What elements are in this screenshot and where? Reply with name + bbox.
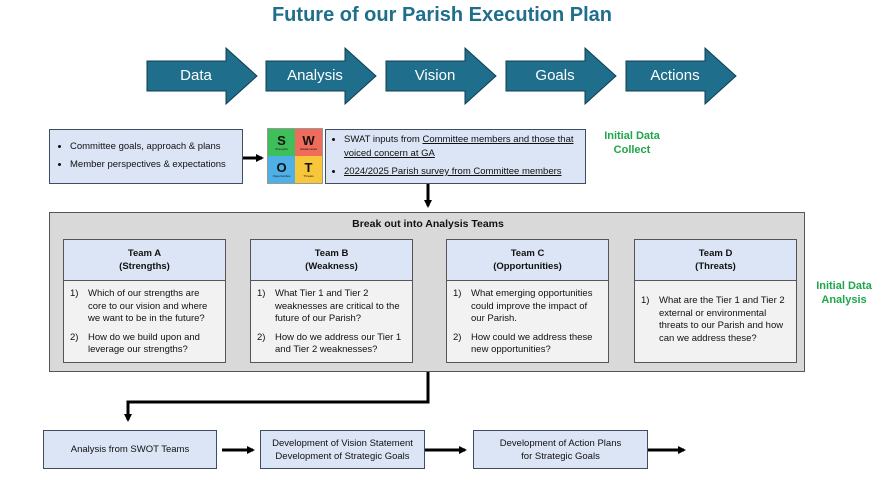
flow-vision-goals: Development of Vision Statement Developm… bbox=[260, 430, 425, 469]
team-b-card: Team B (Weakness) 1) What Tier 1 and Tier… bbox=[250, 239, 413, 363]
swot-o-caption: Opportunities bbox=[272, 174, 291, 178]
team-c-header: Team C (Opportunities) bbox=[447, 240, 608, 281]
question-text: What emerging opportunities could improv… bbox=[471, 288, 593, 324]
swot-graphic: S Strengths W Weaknesses O Opportunities… bbox=[267, 128, 323, 184]
team-name: Team D bbox=[698, 248, 733, 259]
question-item: 1) What Tier 1 and Tier 2 weaknesses are … bbox=[257, 288, 406, 326]
chevron-arrow-icon bbox=[625, 46, 737, 106]
swat-item-committee: SWAT inputs from Committee members and t… bbox=[344, 133, 581, 161]
question-text: What Tier 1 and Tier 2 weaknesses are cr… bbox=[275, 288, 400, 324]
team-subtitle: (Threats) bbox=[695, 261, 736, 272]
question-number: 2) bbox=[453, 331, 462, 343]
step-label: Goals bbox=[535, 67, 575, 84]
step-label: Data bbox=[180, 67, 212, 84]
question-number: 1) bbox=[70, 288, 79, 299]
swot-o-letter: O bbox=[276, 160, 287, 175]
team-a-questions: 1) Which of our strengths are core to our… bbox=[64, 281, 225, 357]
question-item: 1) Which of our strengths are core to our… bbox=[70, 288, 219, 326]
team-b-questions: 1) What Tier 1 and Tier 2 weaknesses are … bbox=[251, 281, 412, 357]
swot-w-letter: W bbox=[302, 133, 315, 148]
team-d-card: Team D (Threats) 1) What are the Tier 1 a… bbox=[634, 239, 797, 363]
swot-s-caption: Strengths bbox=[275, 147, 288, 151]
committee-members-link[interactable]: Committee members and those that voiced … bbox=[344, 134, 574, 159]
team-subtitle: (Opportunities) bbox=[493, 261, 562, 272]
step-vision: Vision bbox=[385, 46, 497, 106]
parish-survey-link[interactable]: 2024/2025 Parish survey from Committee m… bbox=[344, 166, 562, 177]
swot-t: T Threats bbox=[295, 156, 322, 183]
step-label: Vision bbox=[414, 67, 456, 84]
panel-title: Break out into Analysis Teams bbox=[352, 218, 504, 230]
swot-s-letter: S bbox=[277, 133, 286, 148]
swot-t-letter: T bbox=[304, 160, 313, 175]
chevron-arrow-icon bbox=[385, 46, 497, 106]
question-text: How do we address our Tier 1 and Tier 2 … bbox=[275, 331, 402, 356]
team-b-header: Team B (Weakness) bbox=[251, 240, 412, 281]
initial-data-analysis-label: Initial Data Analysis bbox=[816, 280, 872, 306]
question-item: 2) How do we build upon and leverage our … bbox=[70, 332, 219, 357]
inputs-box: Committee goals, approach & plans Member… bbox=[49, 129, 243, 184]
swot-o: O Opportunities bbox=[268, 156, 295, 183]
step-analysis: Analysis bbox=[265, 46, 377, 106]
step-label: Analysis bbox=[287, 67, 343, 84]
question-number: 2) bbox=[257, 331, 266, 343]
question-item: 2) How do we address our Tier 1 and Tier … bbox=[257, 332, 406, 357]
process-steps: Data Analysis Vision Goals Actions bbox=[146, 46, 766, 107]
question-item: 1) What are the Tier 1 and Tier 2 externa… bbox=[641, 295, 790, 345]
chevron-arrow-icon bbox=[505, 46, 617, 106]
question-number: 2) bbox=[70, 331, 79, 343]
swot-w-caption: Weaknesses bbox=[299, 147, 318, 151]
question-text: How could we address these new opportuni… bbox=[471, 331, 593, 356]
team-d-questions: 1) What are the Tier 1 and Tier 2 externa… bbox=[635, 281, 796, 345]
question-number: 1) bbox=[641, 295, 650, 306]
inputs-item: Member perspectives & expectations bbox=[70, 158, 238, 172]
flow-action-plans: Development of Action Plans for Strategi… bbox=[473, 430, 648, 469]
inputs-item: Committee goals, approach & plans bbox=[70, 140, 238, 154]
question-number: 1) bbox=[257, 288, 266, 299]
team-name: Team C bbox=[510, 248, 545, 259]
team-name: Team A bbox=[127, 248, 162, 259]
chevron-arrow-icon bbox=[146, 46, 258, 106]
swot-w: W Weaknesses bbox=[295, 129, 322, 156]
chevron-arrow-icon bbox=[265, 46, 377, 106]
team-c-questions: 1) What emerging opportunities could impr… bbox=[447, 281, 608, 357]
team-a-card: Team A (Strengths) 1) Which of our streng… bbox=[63, 239, 226, 363]
page-title: Future of our Parish Execution Plan bbox=[271, 4, 613, 26]
swat-item-prefix: SWAT inputs from bbox=[344, 134, 423, 145]
step-actions: Actions bbox=[625, 46, 737, 106]
analysis-teams-panel: Break out into Analysis Teams Team A (St… bbox=[49, 212, 805, 372]
swat-item-survey: 2024/2025 Parish survey from Committee m… bbox=[344, 165, 581, 179]
swat-inputs-box: SWAT inputs from Committee members and t… bbox=[325, 129, 586, 184]
swot-t-caption: Threats bbox=[303, 174, 314, 178]
question-text: Which of our strengths are core to our v… bbox=[88, 288, 208, 324]
team-name: Team B bbox=[314, 248, 349, 259]
question-item: 1) What emerging opportunities could impr… bbox=[453, 288, 602, 326]
team-c-card: Team C (Opportunities) 1) What emerging o… bbox=[446, 239, 609, 363]
team-a-header: Team A (Strengths) bbox=[64, 240, 225, 281]
step-data: Data bbox=[146, 46, 258, 106]
arrow-panel-to-flow bbox=[124, 372, 430, 422]
initial-data-collect-label: Initial Data Collect bbox=[604, 130, 660, 156]
step-goals: Goals bbox=[505, 46, 617, 106]
flow-analysis-swot-teams: Analysis from SWOT Teams bbox=[43, 430, 217, 469]
step-label: Actions bbox=[650, 67, 700, 84]
question-item: 2) How could we address these new opportu… bbox=[453, 332, 602, 357]
question-text: What are the Tier 1 and Tier 2 external … bbox=[659, 295, 785, 344]
team-d-header: Team D (Threats) bbox=[635, 240, 796, 281]
team-subtitle: (Weakness) bbox=[305, 261, 358, 272]
team-subtitle: (Strengths) bbox=[119, 261, 170, 272]
swot-s: S Strengths bbox=[268, 129, 295, 156]
question-number: 1) bbox=[453, 288, 462, 299]
question-text: How do we build upon and leverage our st… bbox=[88, 331, 200, 356]
